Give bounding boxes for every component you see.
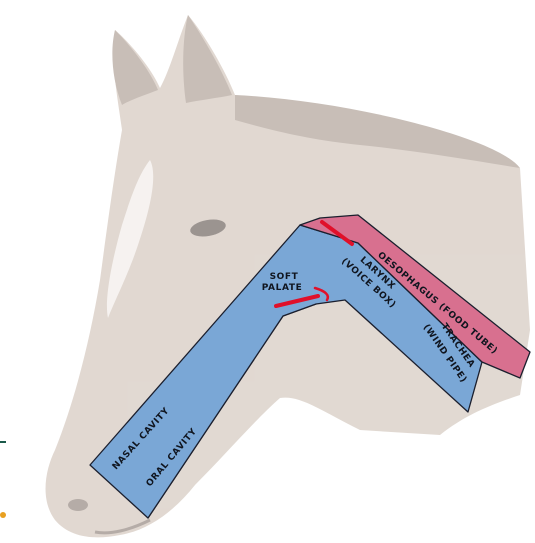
- horse-ear-right: [183, 15, 232, 103]
- edge-mark-dash: [0, 441, 6, 443]
- soft-palate-label-line2: PALATE: [262, 283, 303, 293]
- horse-nostril: [68, 499, 88, 511]
- soft-palate-label-line1: SOFT: [270, 272, 299, 282]
- edge-mark-dot: [0, 512, 6, 518]
